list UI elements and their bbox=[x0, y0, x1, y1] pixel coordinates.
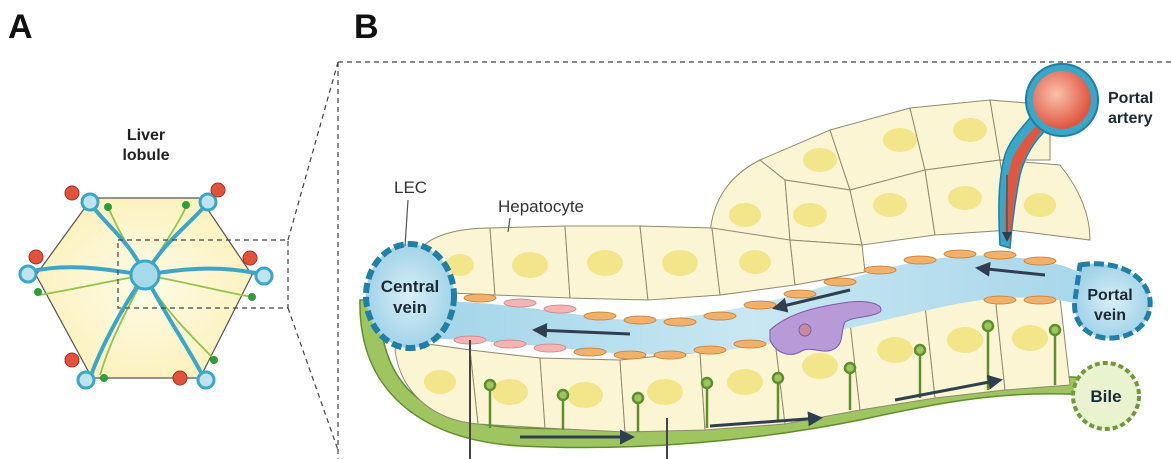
portal-vein: Portal vein bbox=[1075, 264, 1151, 338]
portal-vein-label-line1: Portal bbox=[1087, 287, 1132, 304]
central-vein-label-line2: vein bbox=[393, 298, 427, 317]
central-vein-label-line1: Central bbox=[381, 277, 440, 296]
zoom-projection-lines bbox=[288, 62, 338, 450]
lobule-label-line1: Liver bbox=[127, 127, 165, 144]
sinusoid-detail-diagram: Central vein Portal vein Portal artery B… bbox=[338, 62, 1171, 459]
bile-duct: Bile bbox=[1073, 363, 1139, 429]
central-vein: Central vein bbox=[366, 244, 454, 348]
portal-vein-label-line2: vein bbox=[1094, 307, 1126, 324]
central-vein-circle bbox=[131, 261, 159, 289]
portal-artery-label-line2: artery bbox=[1108, 110, 1153, 127]
bile-label: Bile bbox=[1090, 387, 1121, 406]
liver-lobule-diagram: Liver lobule bbox=[20, 127, 288, 388]
lec-label: LEC bbox=[394, 178, 427, 197]
lec-pointer bbox=[405, 200, 408, 246]
lobule-label-line2: lobule bbox=[122, 147, 169, 164]
hepatocyte-label: Hepatocyte bbox=[498, 197, 584, 216]
portal-artery-label-line1: Portal bbox=[1108, 90, 1153, 107]
